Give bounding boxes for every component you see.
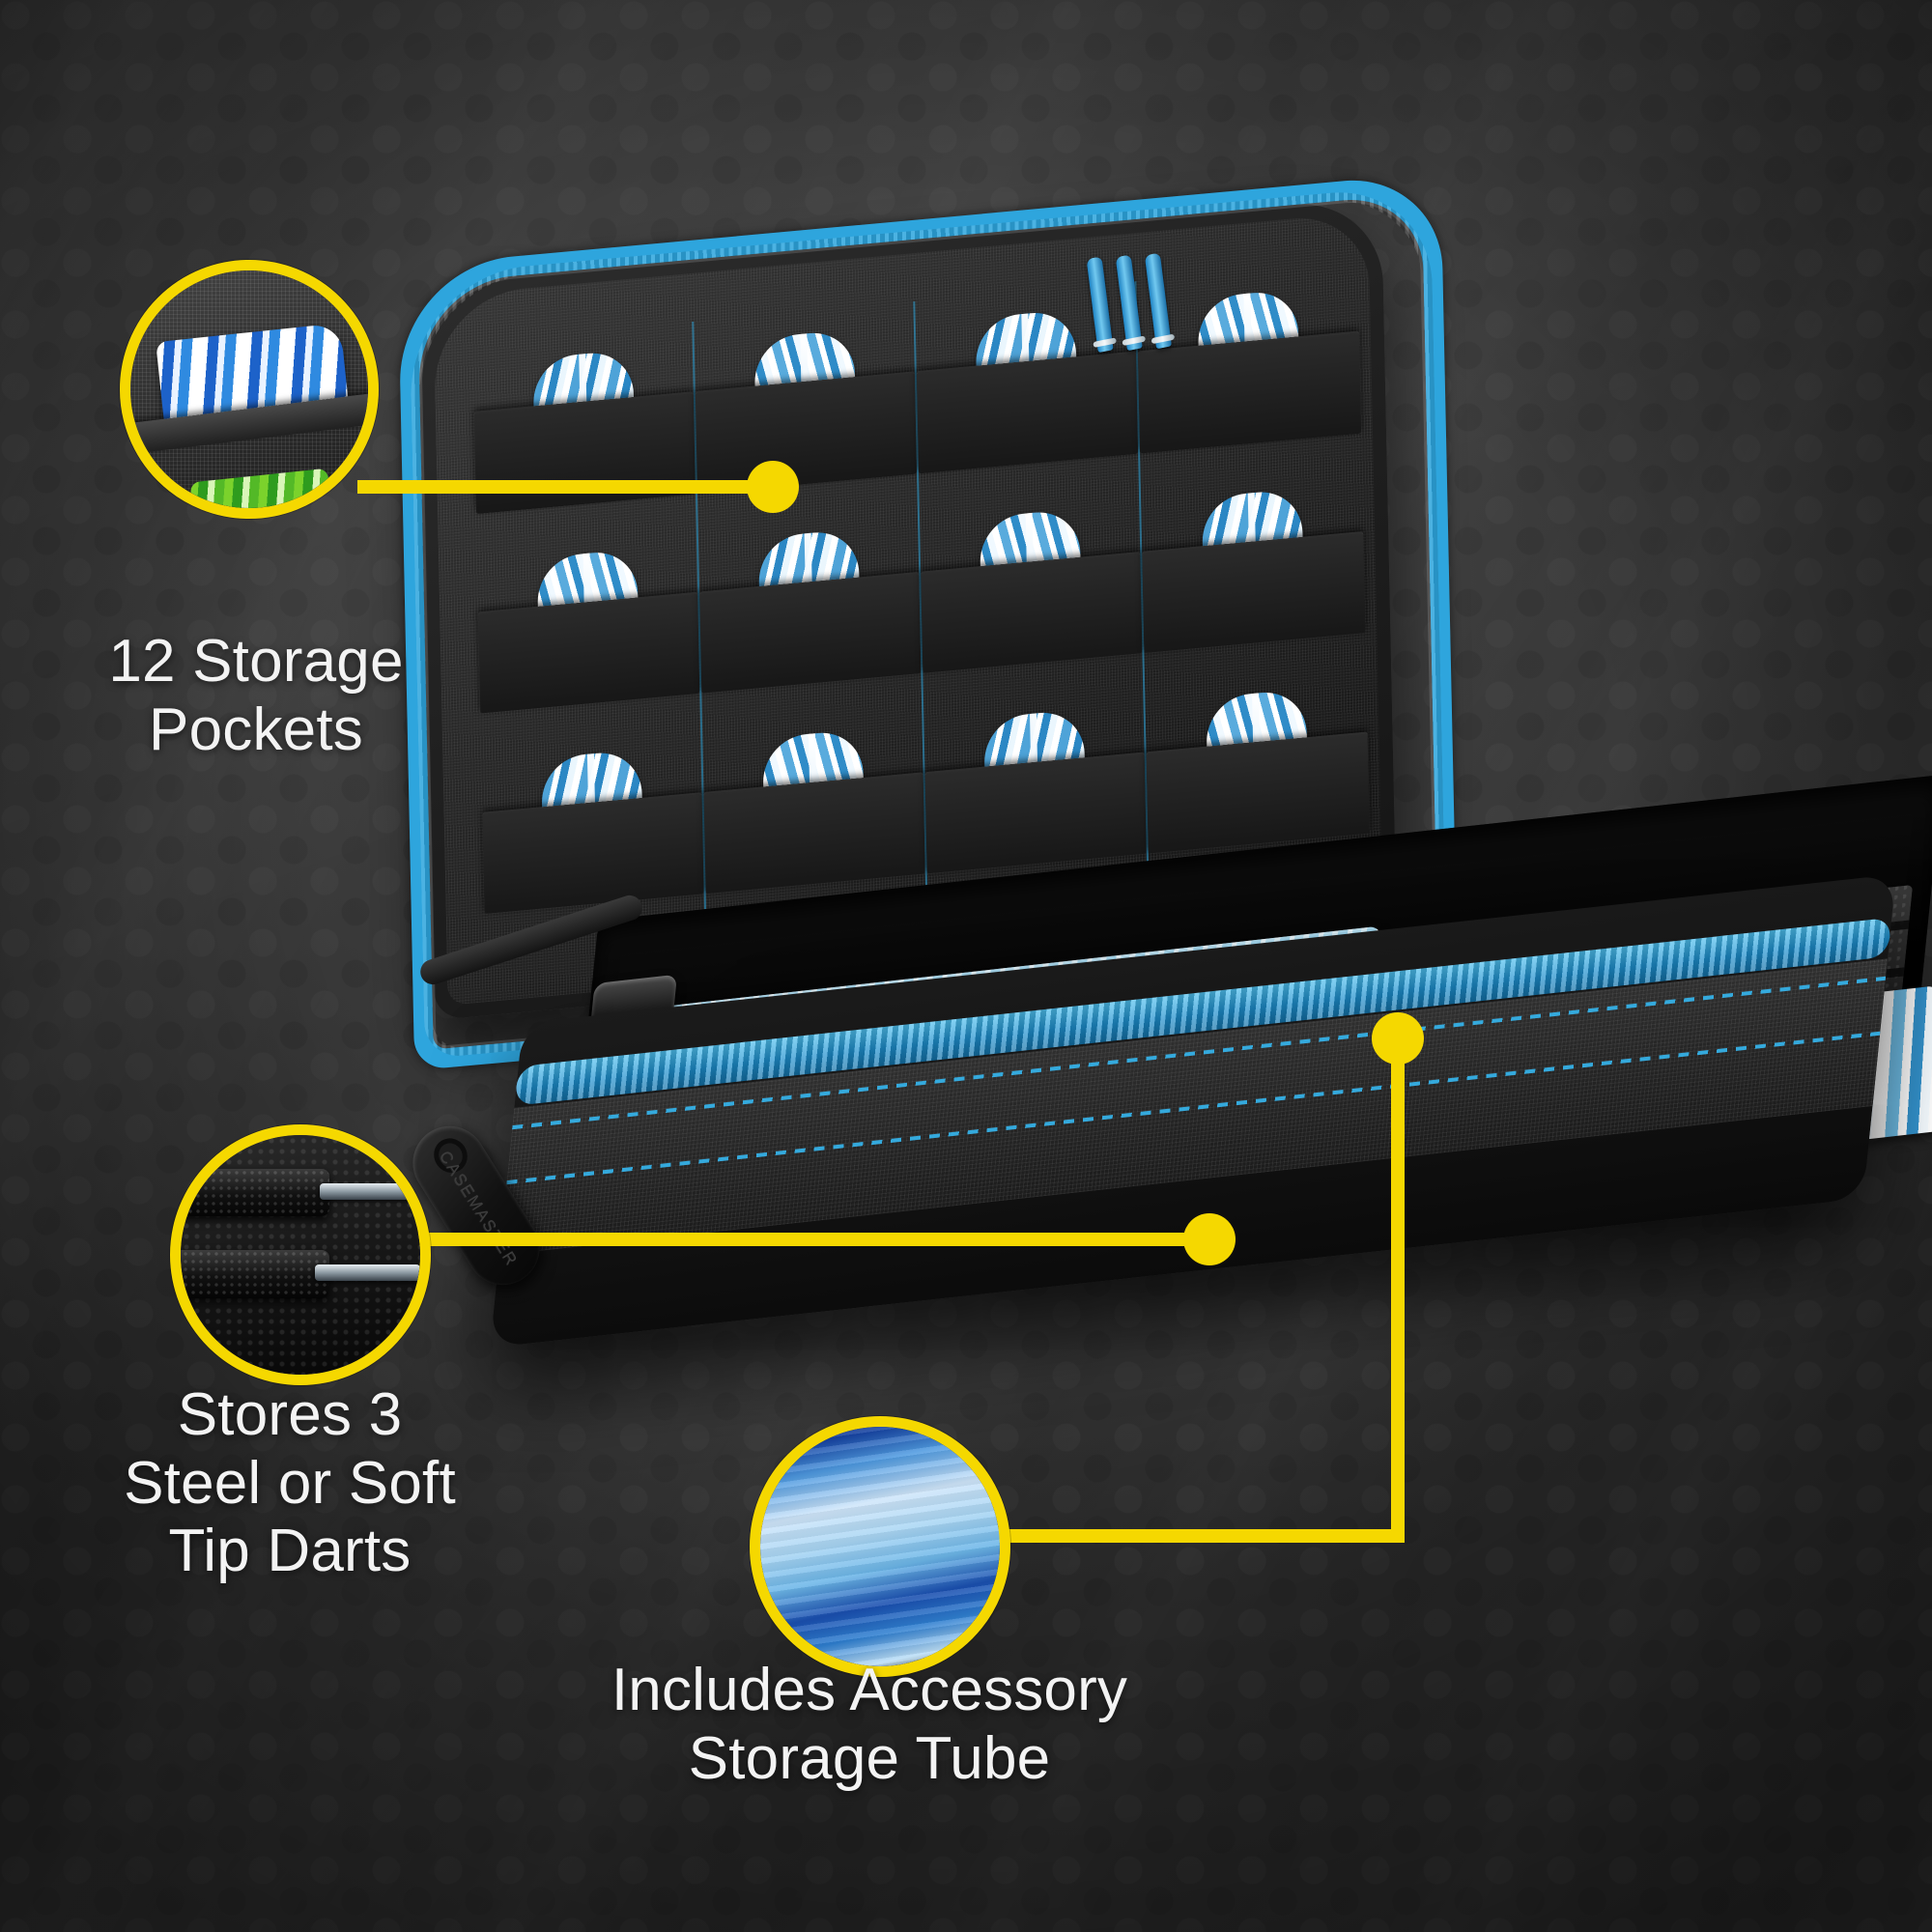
dart-barrel-closeup-icon — [181, 1250, 329, 1298]
callout-1-detail-image — [130, 270, 368, 508]
green-dart-flight-icon — [189, 468, 333, 508]
callout-2-anchor-dot — [1183, 1213, 1236, 1265]
callout-2-detail-image — [181, 1135, 420, 1375]
callout-3-label: Includes Accessory Storage Tube — [611, 1657, 1128, 1792]
callout-2-leader-line — [410, 1233, 1221, 1246]
callout-3-detail-circle — [750, 1416, 1010, 1677]
callout-2-label: Stores 3 Steel or Soft Tip Darts — [124, 1381, 456, 1585]
callout-1-label: 12 Storage Pockets — [108, 628, 404, 763]
dart-steel-tip-icon — [319, 1182, 420, 1200]
callout-3-leader-vertical — [1391, 1038, 1405, 1543]
callout-1-leader-line — [357, 480, 782, 494]
dart-steel-tip-icon — [314, 1264, 420, 1282]
callout-3-leader-horizontal — [976, 1529, 1405, 1543]
callout-2-detail-circle — [170, 1124, 431, 1385]
dart-barrel-closeup-icon — [181, 1168, 329, 1217]
callout-3-detail-image — [760, 1427, 1000, 1666]
callout-1-detail-circle — [120, 260, 379, 519]
callout-1-anchor-dot — [747, 461, 799, 513]
